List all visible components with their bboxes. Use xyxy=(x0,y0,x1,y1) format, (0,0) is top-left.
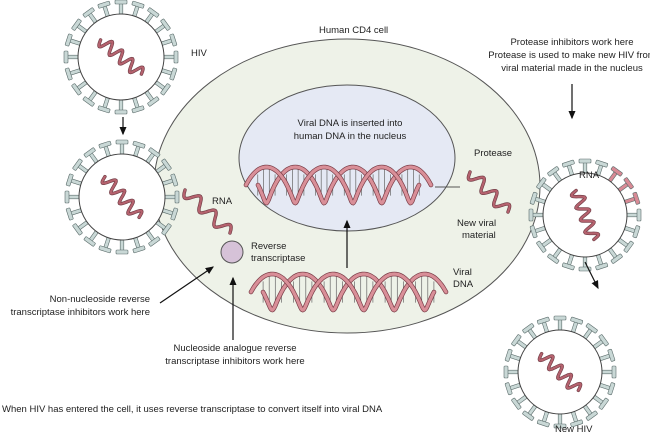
spike-icon xyxy=(83,147,99,164)
rna-strand xyxy=(97,38,145,76)
label-nnrti: Non-nucleoside reverse xyxy=(50,294,150,305)
dna-backbone xyxy=(256,165,433,205)
spike-icon xyxy=(522,404,538,421)
spike-icon xyxy=(536,411,550,428)
spike-icon xyxy=(114,0,128,15)
spike-icon xyxy=(132,140,146,158)
spike-icon xyxy=(72,220,89,236)
spike-icon xyxy=(97,96,111,114)
spike-icon xyxy=(71,80,88,96)
arrow-new-hiv xyxy=(584,261,599,290)
reverse-transcriptase-enzyme xyxy=(220,240,244,264)
spike-icon xyxy=(529,225,546,239)
label-new-viral-material: material xyxy=(462,230,496,241)
spike-icon xyxy=(163,50,179,64)
label-protease-inhibitors: viral material made in the nucleus xyxy=(501,63,643,74)
spike-icon xyxy=(504,348,521,362)
caption: When HIV has entered the cell, it uses r… xyxy=(2,404,383,415)
spike-icon xyxy=(536,177,553,193)
new-hiv-virus xyxy=(503,315,617,429)
spike-icon xyxy=(582,323,598,340)
spike-icon xyxy=(82,90,98,107)
spike-icon xyxy=(529,191,546,205)
spike-icon xyxy=(592,394,609,410)
spike-icon xyxy=(578,158,592,174)
spike-icon xyxy=(97,0,111,18)
spike-icon xyxy=(511,334,528,350)
spike-icon xyxy=(599,348,616,362)
spike-icon xyxy=(503,365,519,379)
dna-backbone xyxy=(261,272,448,312)
label-new-viral-material: New viral xyxy=(457,218,496,229)
label-nnrti: transcriptase inhibitors work here xyxy=(11,307,150,318)
label-nrti: Nucleoside analogue reverse xyxy=(173,343,296,354)
spike-icon xyxy=(161,207,179,221)
label-nucleus: Viral DNA is inserted into xyxy=(298,118,403,129)
spike-icon xyxy=(71,18,88,34)
spike-icon xyxy=(145,147,161,164)
spike-icon xyxy=(82,7,98,24)
spike-icon xyxy=(626,208,642,222)
spike-icon xyxy=(155,158,172,174)
label-rna-right: RNA xyxy=(579,170,600,181)
label-nucleus: human DNA in the nucleus xyxy=(294,131,407,142)
spike-icon xyxy=(528,208,544,222)
dna-backbone xyxy=(249,272,436,312)
spike-icon xyxy=(601,365,617,379)
label-protease-inhibitors: Protease is used to make new HIV from xyxy=(488,50,650,61)
spike-icon xyxy=(72,158,89,174)
spike-icon xyxy=(160,33,178,47)
hiv-virus-entering xyxy=(64,139,180,255)
assembling-virus xyxy=(528,158,642,272)
dna-backbone xyxy=(244,165,421,205)
spike-icon xyxy=(160,67,178,81)
protease-spike-icon xyxy=(617,177,634,193)
spike-icon xyxy=(114,99,128,115)
label-viral-dna: Viral xyxy=(453,267,472,278)
spike-icon xyxy=(64,190,80,204)
rna-strand xyxy=(538,352,582,392)
spike-icon xyxy=(154,18,171,34)
label-reverse-transcriptase: Reverse xyxy=(251,241,286,252)
label-new-hiv: New HIV xyxy=(555,424,593,435)
spike-icon xyxy=(115,139,129,155)
viral-rna xyxy=(182,188,233,235)
rna-strand xyxy=(101,175,143,219)
spike-icon xyxy=(561,254,575,271)
arrow-nnrti xyxy=(159,266,214,304)
viral-dna-helix xyxy=(248,271,449,313)
spike-icon xyxy=(115,239,129,255)
spike-icon xyxy=(63,50,79,64)
spike-icon xyxy=(570,316,584,333)
human-dna-helix xyxy=(243,164,434,206)
label-nrti: transcriptase inhibitors work here xyxy=(165,356,304,367)
label-reverse-transcriptase: transcriptase xyxy=(251,253,305,264)
spike-icon xyxy=(578,256,592,272)
label-protease: Protease xyxy=(474,148,512,159)
label-rna: RNA xyxy=(212,196,233,207)
rna-strand xyxy=(182,188,233,235)
label-hiv: HIV xyxy=(191,48,208,59)
new-viral-material xyxy=(466,170,512,214)
rna-strand xyxy=(570,189,600,241)
spike-icon xyxy=(553,413,567,429)
hiv-virus xyxy=(63,0,179,115)
nucleus xyxy=(238,84,456,232)
label-cell: Human CD4 cell xyxy=(319,25,388,36)
spike-icon xyxy=(595,254,609,271)
spike-icon xyxy=(624,225,641,239)
spike-icon xyxy=(553,315,567,331)
label-protease-inhibitors: Protease inhibitors work here xyxy=(510,37,633,48)
rna-strand xyxy=(467,170,511,214)
label-viral-dna: DNA xyxy=(453,279,474,290)
